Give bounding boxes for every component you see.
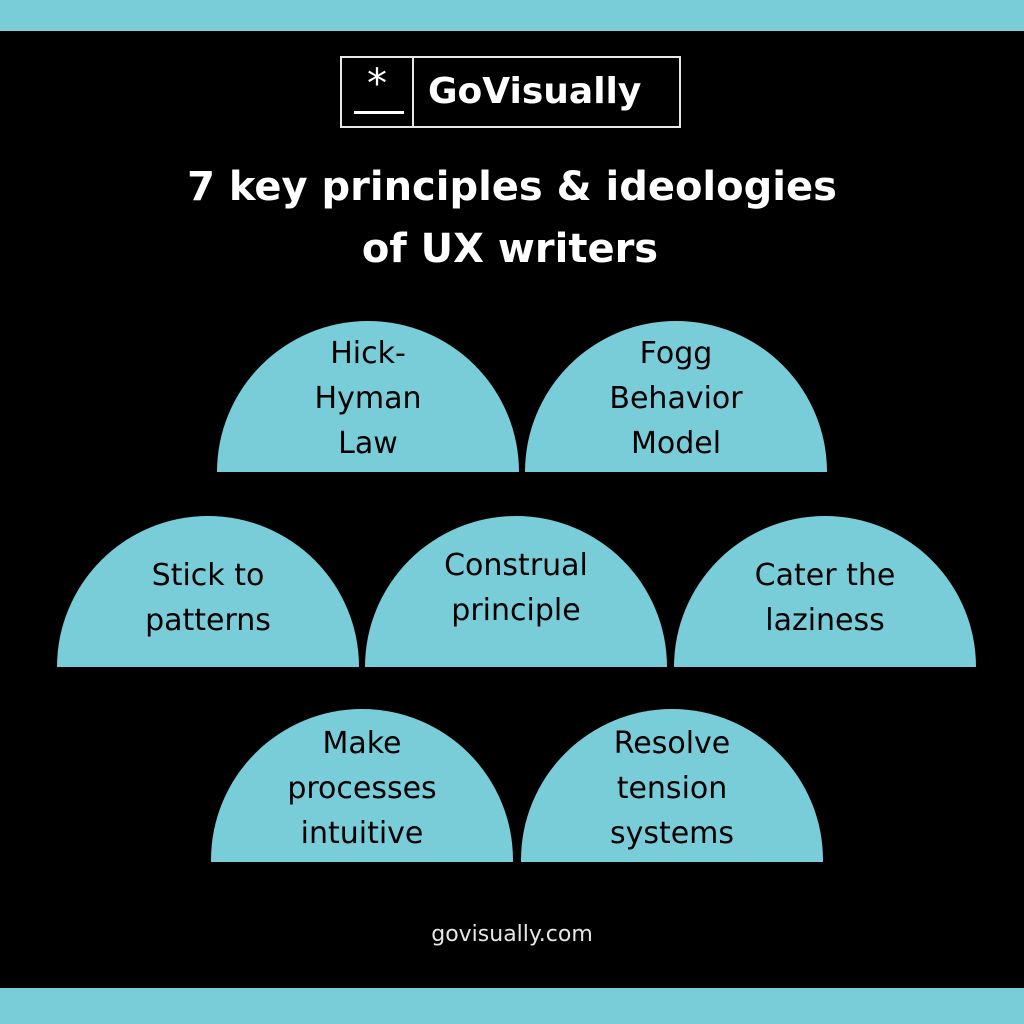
principle-resolve-tension-systems: Resolve tension systems xyxy=(521,709,823,862)
principle-text-line: patterns xyxy=(145,602,271,638)
principle-text-line: Behavior xyxy=(609,381,743,416)
principle-text-line: Stick to xyxy=(151,557,265,593)
principle-fogg-behavior-model: Fogg Behavior Model xyxy=(525,321,827,472)
principle-hick-hyman-law: Hick- Hyman Law xyxy=(217,321,519,472)
principle-text-line: laziness xyxy=(765,602,885,638)
principle-text-line: Model xyxy=(630,426,722,461)
govisually-logo: * GoVisually xyxy=(340,56,681,128)
principle-text-line: processes xyxy=(287,771,437,806)
principle-text-line: systems xyxy=(609,816,735,851)
principle-construal-principle: Construal principle xyxy=(365,516,667,667)
principle-text-line: Fogg xyxy=(639,336,713,371)
top-accent-band xyxy=(0,0,1024,31)
principle-text-line: tension xyxy=(616,771,728,806)
page-title-line-2: of UX writers xyxy=(361,226,659,272)
brand-name: GoVisually xyxy=(428,71,642,112)
page-title-line-1: 7 key principles & ideologies xyxy=(187,164,837,210)
principle-stick-to-patterns: Stick to patterns xyxy=(57,516,359,667)
principle-text-line: Hyman xyxy=(314,381,422,416)
footer-url: govisually.com xyxy=(431,922,593,947)
principle-text-line: Resolve xyxy=(613,726,731,761)
principle-text-line: Construal xyxy=(444,547,588,583)
principle-make-processes-intuitive: Make processes intuitive xyxy=(211,709,513,862)
bottom-accent-band xyxy=(0,988,1024,1024)
asterisk-underline-icon: * xyxy=(342,58,414,126)
principle-text-line: Cater the xyxy=(754,557,896,593)
principle-cater-the-laziness: Cater the laziness xyxy=(674,516,976,667)
principle-text-line: Hick- xyxy=(330,336,406,371)
principle-text-line: Make xyxy=(322,726,402,761)
logo-asterisk: * xyxy=(367,61,387,107)
principle-text-line: principle xyxy=(451,592,581,628)
principle-text-line: Law xyxy=(338,426,398,461)
principle-text-line: intuitive xyxy=(300,816,424,851)
logo-underline xyxy=(354,111,404,114)
